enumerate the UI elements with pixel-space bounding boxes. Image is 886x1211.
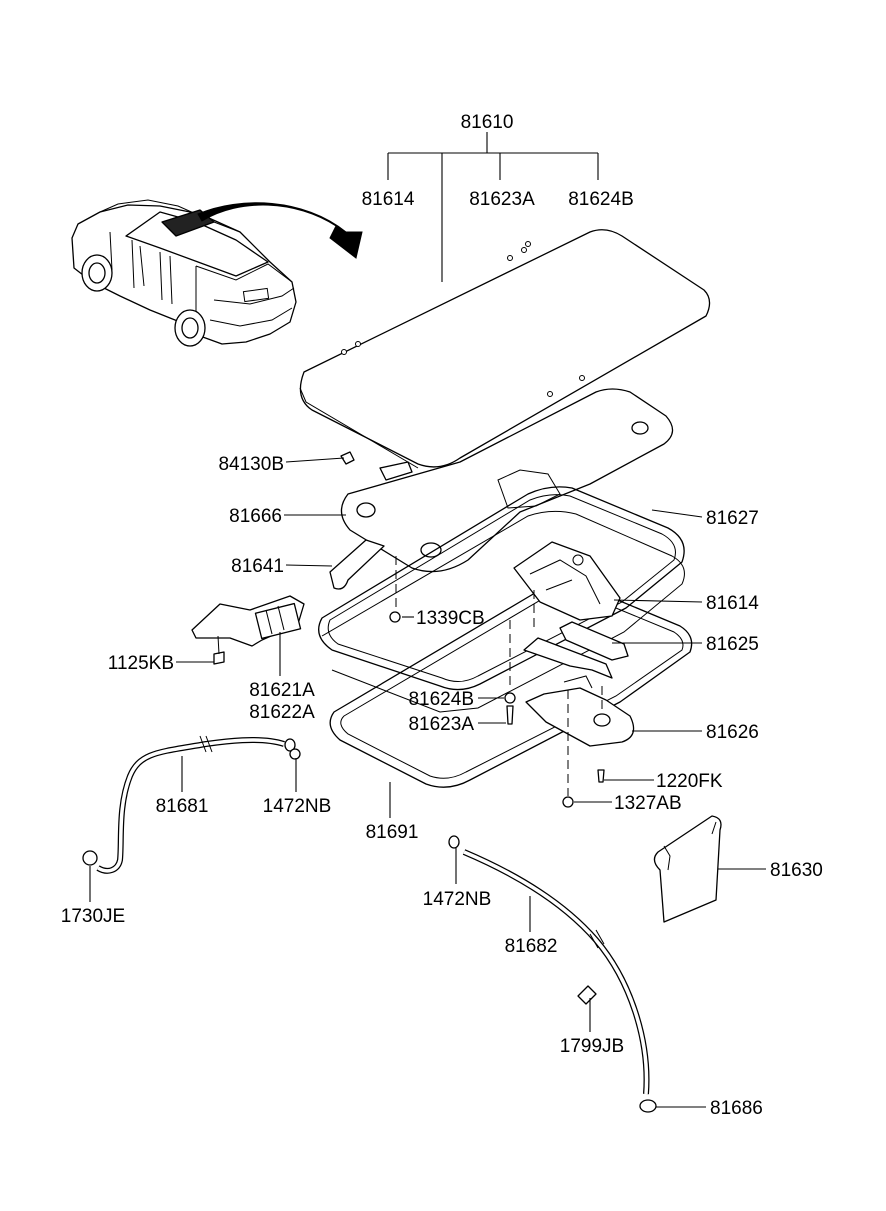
label-1472nb-left: 1472NB (263, 796, 332, 817)
label-81614-top: 81614 (362, 189, 415, 210)
label-1125kb: 1125KB (108, 653, 174, 674)
label-81686: 81686 (710, 1098, 763, 1119)
drain-hose-front (82, 735, 301, 874)
label-81610: 81610 (461, 112, 514, 133)
label-84130b: 84130B (218, 454, 284, 475)
car-illustration (71, 199, 297, 347)
label-81624b: 81624B (408, 689, 474, 710)
side-cover (653, 815, 722, 923)
label-81625: 81625 (706, 634, 759, 655)
leader-lines (89, 457, 766, 1108)
label-1730je: 1730JE (61, 906, 125, 927)
deflector-arm (523, 621, 629, 679)
label-1799jb: 1799JB (560, 1036, 624, 1057)
label-1220fk: 1220FK (656, 771, 723, 792)
label-1339cb: 1339CB (416, 608, 485, 629)
label-81626: 81626 (706, 722, 759, 743)
sunshade-frame (340, 388, 674, 573)
label-81682: 81682 (505, 936, 558, 957)
label-81621a: 81621A (249, 680, 315, 701)
motor-assembly (191, 595, 305, 647)
assembly-bracket (387, 132, 599, 282)
label-81641: 81641 (231, 556, 284, 577)
label-81623a: 81623A (408, 714, 474, 735)
guide-rail (329, 539, 385, 590)
label-81622a: 81622A (249, 702, 315, 723)
hardware (213, 451, 605, 808)
rail-bracket (525, 675, 635, 747)
sunroof-glass-panel (299, 229, 711, 469)
part-labels: 81610 81614 81623A 81624B 84130B 81666 8… (61, 112, 823, 1119)
label-1327ab: 1327AB (614, 793, 682, 814)
label-81691: 81691 (366, 822, 419, 843)
label-81666: 81666 (229, 506, 282, 527)
label-81614: 81614 (706, 593, 759, 614)
seal-ring (318, 486, 685, 691)
label-1472nb-mid: 1472NB (423, 889, 492, 910)
label-81681: 81681 (156, 796, 209, 817)
label-81623a-top: 81623A (469, 189, 535, 210)
label-81624b-top: 81624B (568, 189, 634, 210)
label-81627: 81627 (706, 508, 759, 529)
arrow-icon (197, 202, 363, 259)
deflector-mechanism (513, 541, 621, 621)
alignment-lines (395, 556, 603, 796)
drain-hose-rear (448, 835, 657, 1113)
label-81630: 81630 (770, 860, 823, 881)
